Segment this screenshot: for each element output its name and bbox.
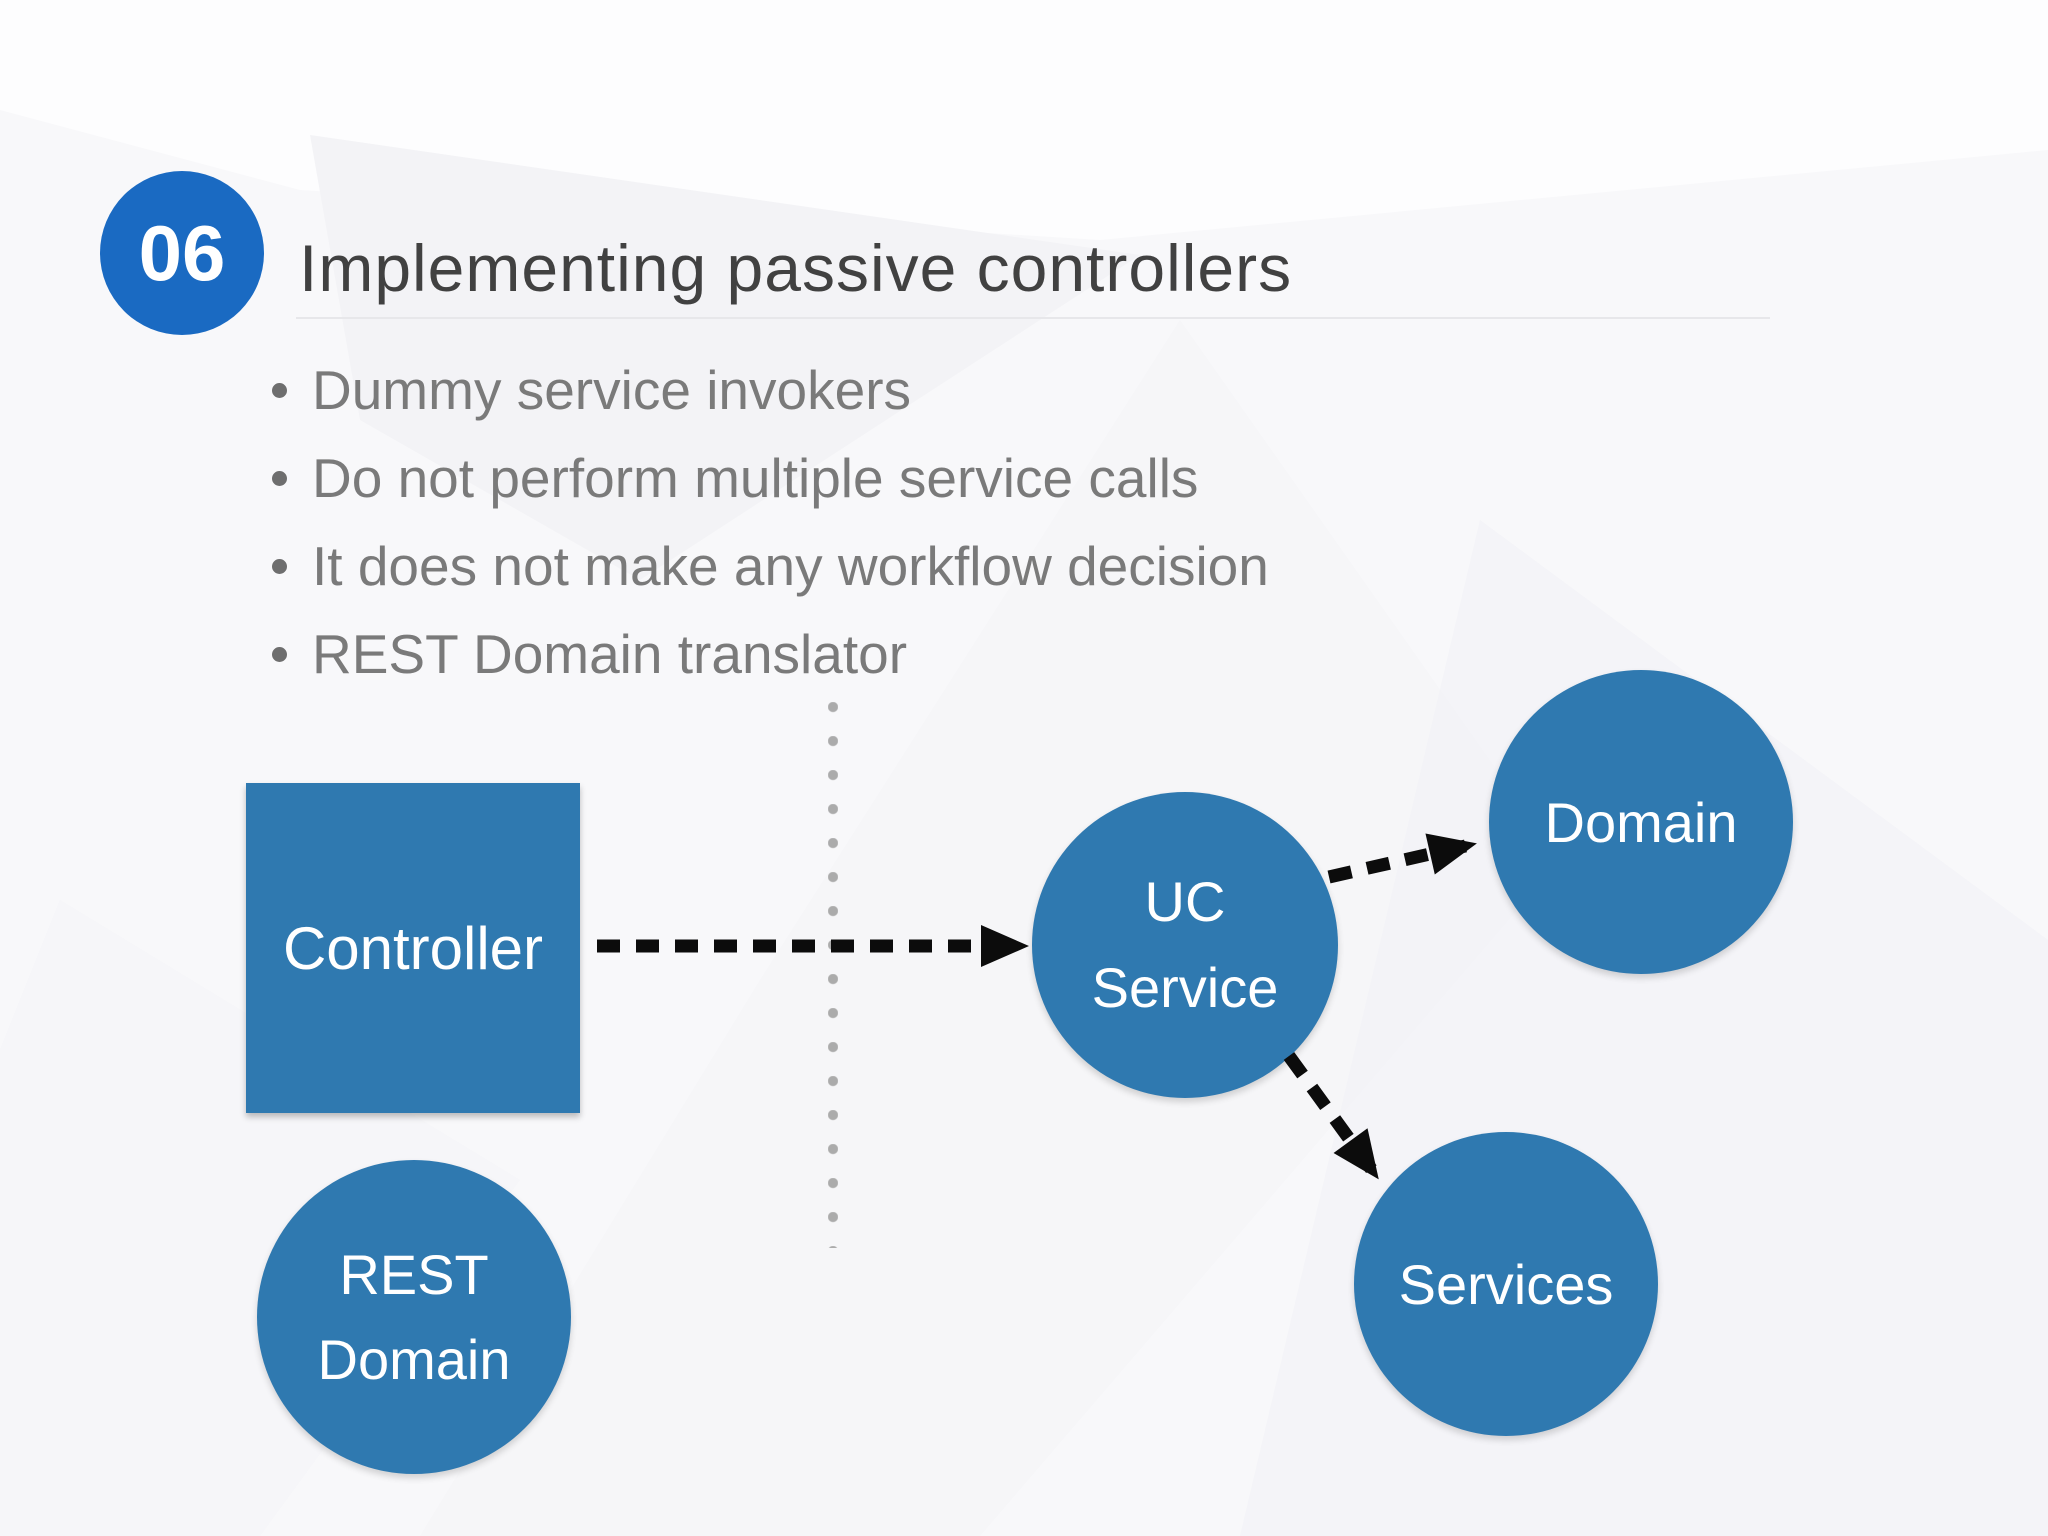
- bullet-item: It does not make any workflow decision: [272, 522, 1269, 610]
- node-label: REST: [339, 1243, 489, 1306]
- node-domain: Domain: [1489, 670, 1793, 974]
- node-label: Service: [1091, 956, 1279, 1019]
- title-underline: [296, 317, 1770, 319]
- bullet-marker: [272, 382, 287, 398]
- node-label: UC: [1144, 870, 1226, 933]
- node-rest-domain: REST Domain: [257, 1160, 571, 1474]
- bullet-marker: [272, 470, 287, 486]
- bullet-text: It does not make any workflow decision: [312, 535, 1269, 597]
- bullet-item: REST Domain translator: [272, 610, 1269, 698]
- bullet-text: Do not perform multiple service calls: [312, 447, 1199, 509]
- node-label: Domain: [317, 1328, 511, 1391]
- edge-uc-service-to-domain: [1327, 833, 1477, 884]
- page-title: Implementing passive controllers: [299, 231, 1293, 305]
- bullet-item: Dummy service invokers: [272, 346, 1269, 434]
- node-label: Services: [1398, 1252, 1614, 1316]
- slide-number-badge: 06: [100, 171, 264, 335]
- bullet-marker: [272, 558, 287, 574]
- node-label: Controller: [282, 914, 544, 982]
- node-uc-service: UC Service: [1032, 792, 1338, 1098]
- bullet-text: Dummy service invokers: [312, 359, 912, 421]
- node-services: Services: [1354, 1132, 1658, 1436]
- bullet-list: Dummy service invokers Do not perform mu…: [272, 346, 1269, 698]
- bullet-text: REST Domain translator: [312, 623, 908, 685]
- node-label: Domain: [1544, 790, 1738, 854]
- bullet-marker: [272, 646, 287, 662]
- edge-uc-service-to-services: [1283, 1052, 1383, 1181]
- node-controller: Controller: [246, 783, 580, 1113]
- bullet-item: Do not perform multiple service calls: [272, 434, 1269, 522]
- slide-number: 06: [138, 208, 226, 297]
- dotted-separator-line: [828, 702, 838, 1248]
